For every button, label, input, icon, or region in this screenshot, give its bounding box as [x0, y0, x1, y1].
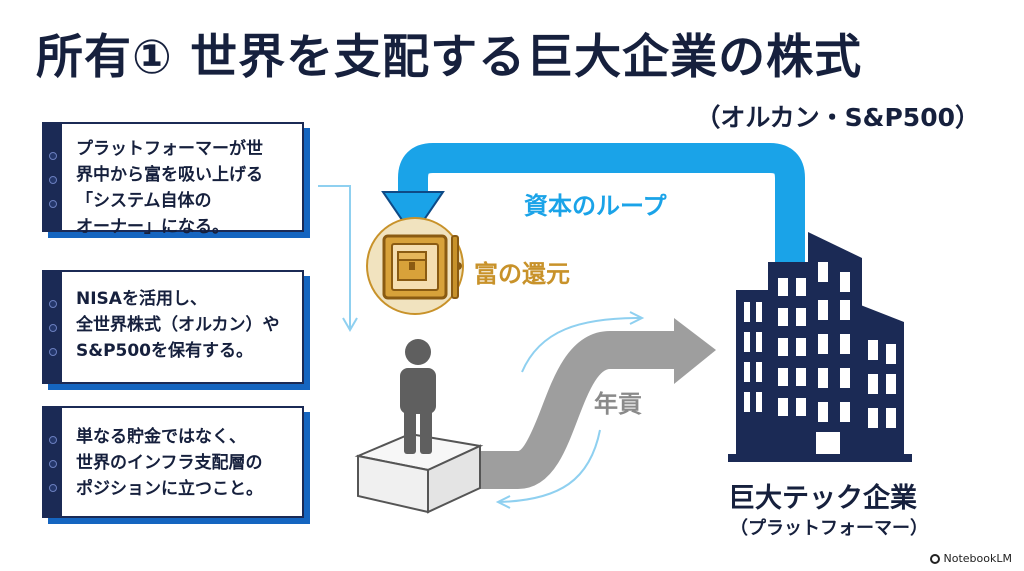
thin-curved-arrow-down	[495, 429, 601, 509]
card-accent-bar	[44, 272, 62, 382]
thin-curved-arrow-up	[521, 311, 645, 373]
footer-text: NotebookLM	[943, 552, 1012, 565]
card-accent-bar	[44, 124, 62, 230]
wealth-return-label: 富の還元	[474, 260, 570, 288]
card-text: プラットフォーマーが世 界中から富を吸い上げる 「システム自体の オーナー」にな…	[76, 139, 263, 237]
tribute-arrow	[478, 318, 716, 489]
info-card-1: プラットフォーマーが世 界中から富を吸い上げる 「システム自体の オーナー」にな…	[42, 122, 304, 237]
page-subtitle: （オルカン・S&P500）	[695, 103, 980, 132]
info-card-2: NISAを活用し、 全世界株式（オルカン）や S&P500を保有する。	[42, 270, 304, 384]
card-text: 単なる貯金ではなく、 世界のインフラ支配層の ポジションに立つこと。	[76, 427, 263, 499]
page-title: 所有① 世界を支配する巨大企業の株式	[36, 30, 863, 85]
notebooklm-watermark: NotebookLM	[929, 552, 1012, 565]
pedestal-icon	[354, 432, 484, 514]
notebooklm-logo-icon	[929, 554, 940, 564]
card-text: NISAを活用し、 全世界株式（オルカン）や S&P500を保有する。	[76, 289, 280, 361]
company-label: 巨大テック企業	[728, 483, 917, 514]
treasure-safe-icon	[366, 217, 464, 315]
thin-down-arrow	[318, 185, 358, 332]
company-sublabel: （プラットフォーマー）	[730, 518, 928, 539]
card-accent-bar	[44, 408, 62, 516]
capital-loop-arrow	[381, 143, 805, 262]
person-icon	[400, 339, 436, 454]
capital-loop-label: 資本のループ	[524, 192, 667, 220]
skyscraper-icon	[728, 232, 912, 462]
tribute-label: 年貢	[594, 390, 642, 418]
info-card-3: 単なる貯金ではなく、 世界のインフラ支配層の ポジションに立つこと。	[42, 406, 304, 518]
